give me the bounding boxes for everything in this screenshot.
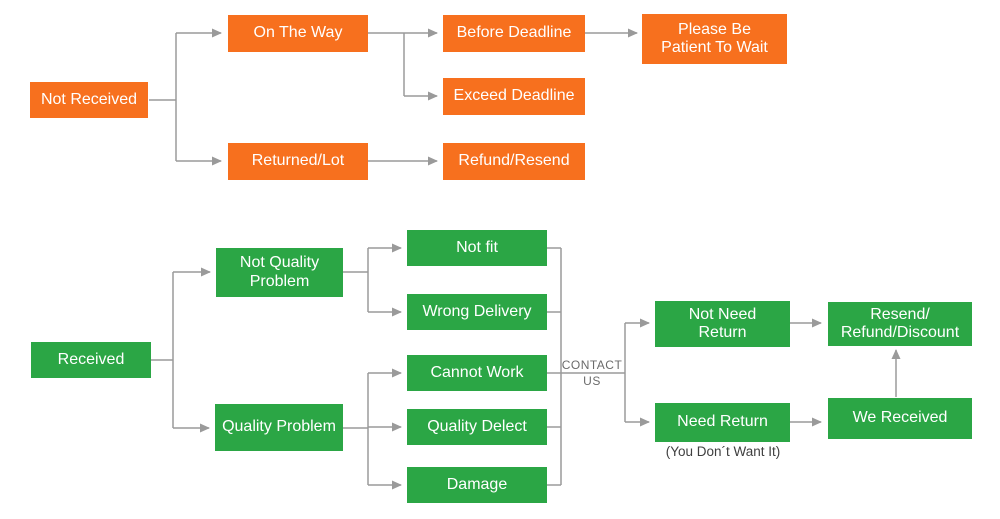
node-not-quality-problem-label-line2: Problem <box>249 272 310 290</box>
node-not-fit: Not fit <box>407 230 547 266</box>
node-need-return-label: Need Return <box>677 413 768 431</box>
node-please-be-patient-label-line1: Please Be <box>678 20 751 38</box>
node-need-return: Need Return <box>655 403 790 442</box>
node-quality-delect: Quality Delect <box>407 409 547 445</box>
node-damage: Damage <box>407 467 547 503</box>
node-received: Received <box>31 342 151 378</box>
node-refund-resend-label: Refund/Resend <box>458 152 570 170</box>
node-before-deadline-label: Before Deadline <box>456 24 572 42</box>
node-wrong-delivery: Wrong Delivery <box>407 294 547 330</box>
node-on-the-way: On The Way <box>228 15 368 52</box>
node-cannot-work: Cannot Work <box>407 355 547 391</box>
node-not-received: Not Received <box>30 82 148 118</box>
node-we-received-label: We Received <box>852 409 948 427</box>
node-please-be-patient-label-line2: Patient To Wait <box>661 39 768 56</box>
node-resend-refund-discount-label-line1: Resend/ <box>870 305 930 323</box>
node-not-need-return-label-line2: Return <box>698 324 747 341</box>
node-not-fit-label: Not fit <box>456 238 498 256</box>
node-returned-lot-label: Returned/Lot <box>251 152 345 170</box>
node-not-quality-problem: Not Quality Problem <box>216 248 343 297</box>
node-on-the-way-label: On The Way <box>253 24 343 42</box>
contact-us-label-line2: US <box>583 374 601 389</box>
node-before-deadline: Before Deadline <box>443 15 585 52</box>
node-we-received: We Received <box>828 398 972 439</box>
contact-us-label-line1: CONTACT <box>561 358 623 372</box>
node-quality-problem-label: Quality Problem <box>222 418 336 436</box>
node-resend-refund-discount: Resend/ Refund/Discount <box>828 302 972 346</box>
node-not-quality-problem-label-line1: Not Quality <box>239 254 320 272</box>
node-damage-label: Damage <box>446 475 508 493</box>
node-exceed-deadline-label: Exceed Deadline <box>453 87 575 105</box>
node-received-label: Received <box>57 350 125 368</box>
contact-us-label: CONTACT US <box>560 357 624 389</box>
node-quality-delect-label: Quality Delect <box>427 417 527 435</box>
node-not-need-return: Not Need Return <box>655 301 790 347</box>
need-return-note: (You Don´t Want It) <box>648 444 798 460</box>
node-not-need-return-label-line1: Not Need <box>688 305 757 323</box>
node-cannot-work-label: Cannot Work <box>430 363 524 381</box>
node-exceed-deadline: Exceed Deadline <box>443 78 585 115</box>
node-not-received-label: Not Received <box>40 90 138 108</box>
need-return-note-text: (You Don´t Want It) <box>665 444 781 459</box>
node-returned-lot: Returned/Lot <box>228 143 368 180</box>
node-wrong-delivery-label: Wrong Delivery <box>422 302 532 320</box>
node-refund-resend: Refund/Resend <box>443 143 585 180</box>
node-resend-refund-discount-label-line2: Refund/Discount <box>840 324 960 341</box>
node-quality-problem: Quality Problem <box>215 404 343 451</box>
node-please-be-patient: Please Be Patient To Wait <box>642 14 787 64</box>
